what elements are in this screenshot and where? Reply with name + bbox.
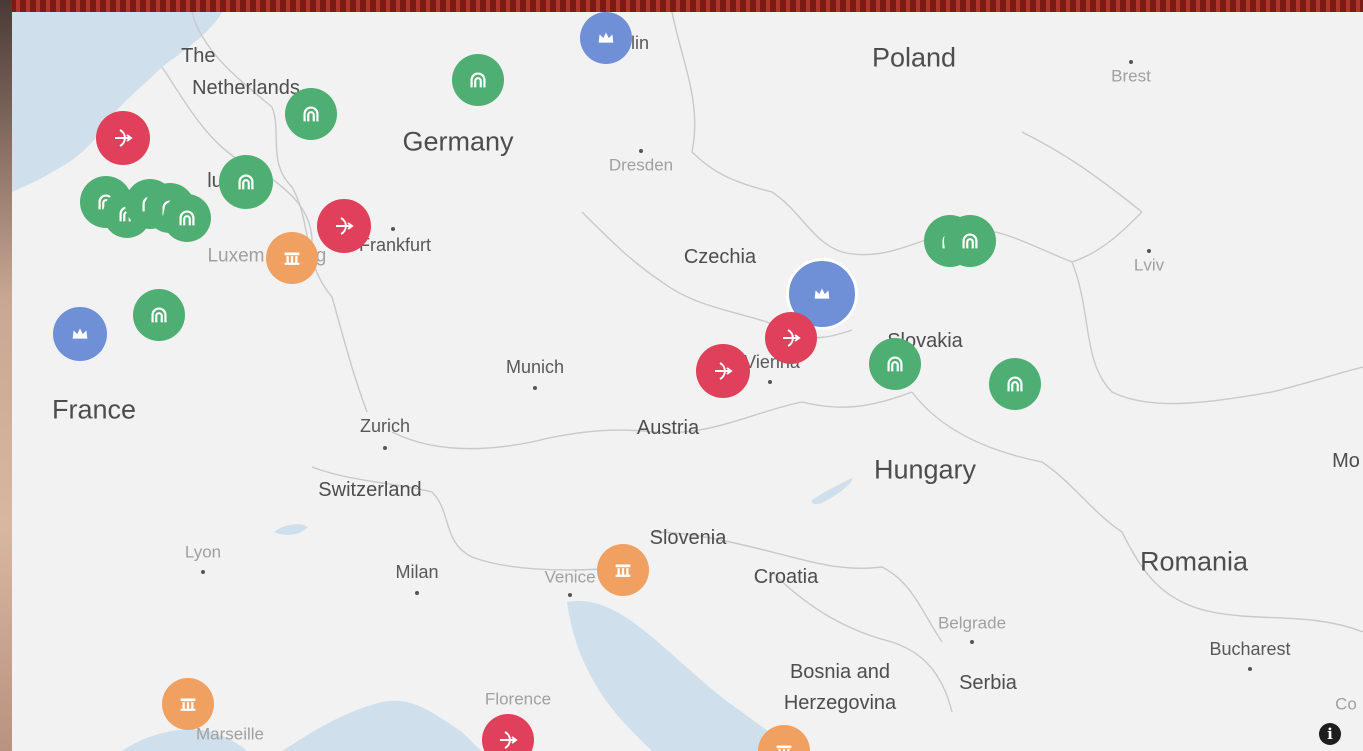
map-marker-temple[interactable]: [597, 544, 649, 596]
temple-icon: [612, 559, 634, 581]
country-label-austria: Austria: [636, 417, 700, 439]
city-dot-bucharest: [1248, 667, 1252, 671]
city-label-lyon: Lyon: [184, 542, 222, 562]
country-label-netherlands: Netherlands: [192, 77, 300, 99]
decorative-frame-left: [0, 0, 12, 751]
country-label-herzegovina: Herzegovina: [783, 692, 897, 714]
map-marker-battle[interactable]: [696, 344, 750, 398]
city-dot-lyon: [201, 570, 205, 574]
arch-icon: [884, 353, 906, 375]
country-label-moldova: Mo: [1332, 450, 1360, 472]
info-button[interactable]: i: [1319, 723, 1341, 745]
bow-arrow-icon: [779, 326, 803, 350]
country-label-germany: Germany: [402, 126, 514, 157]
arch-icon: [300, 103, 322, 125]
map-marker-castle[interactable]: [869, 338, 921, 390]
city-dot-vienna: [768, 380, 772, 384]
city-label-bucharest: Bucharest: [1209, 639, 1291, 659]
country-label-france: France: [51, 394, 137, 425]
city-label-lviv: Lviv: [1133, 255, 1165, 275]
country-label-switzerland: Switzerland: [318, 479, 422, 501]
country-label-czechia: Czechia: [683, 246, 757, 268]
arch-icon: [176, 207, 198, 229]
map-marker-castle[interactable]: [219, 155, 273, 209]
bow-arrow-icon: [711, 359, 735, 383]
lake-geneva: [274, 524, 308, 535]
map-marker-castle[interactable]: [163, 194, 211, 242]
country-label-belgium: lu: [207, 170, 223, 192]
temple-icon: [773, 740, 795, 751]
city-label-venice: Venice: [544, 567, 596, 587]
city-label-belgrade: Belgrade: [937, 613, 1007, 633]
crown-icon: [595, 27, 617, 49]
country-label-luxembourg: Luxem: [207, 245, 265, 267]
map-marker-battle[interactable]: [482, 714, 534, 751]
city-label-dresden: Dresden: [608, 155, 674, 175]
country-label-hungary: Hungary: [873, 454, 977, 485]
arch-icon: [148, 304, 170, 326]
city-dot-munich: [533, 386, 537, 390]
country-label-croatia: Croatia: [753, 566, 819, 588]
map-marker-battle[interactable]: [317, 199, 371, 253]
city-label-zurich: Zurich: [359, 416, 411, 436]
city-label-brest: Brest: [1111, 66, 1151, 86]
city-label-munich: Munich: [505, 357, 565, 377]
map-marker-castle[interactable]: [989, 358, 1041, 410]
city-label-marseille: Marseille: [195, 724, 265, 744]
water-mediterranean: [122, 729, 247, 751]
bow-arrow-icon: [496, 728, 520, 751]
city-label-constanta: Co: [1335, 694, 1357, 714]
temple-icon: [281, 247, 303, 269]
water-adriatic: [567, 601, 802, 751]
country-label-serbia: Serbia: [959, 672, 1017, 694]
map-marker-royal[interactable]: [53, 307, 107, 361]
city-dot-zurich: [383, 446, 387, 450]
country-label-luxembourg-suffix: g: [315, 245, 327, 267]
country-label-the: The: [181, 45, 299, 67]
city-label-florence: Florence: [484, 689, 552, 709]
country-label-poland: Poland: [871, 42, 957, 73]
map-marker-battle[interactable]: [96, 111, 150, 165]
city-dot-venice: [568, 593, 572, 597]
arch-icon: [467, 69, 489, 91]
map-marker-castle[interactable]: [133, 289, 185, 341]
arch-icon: [959, 230, 981, 252]
country-label-romania: Romania: [1139, 546, 1249, 577]
city-dot-lviv: [1147, 249, 1151, 253]
city-dot-brest: [1129, 60, 1133, 64]
water-tyrrhenian: [282, 700, 482, 751]
city-dot-dresden: [639, 149, 643, 153]
bow-arrow-icon: [111, 126, 135, 150]
map-marker-temple[interactable]: [162, 678, 214, 730]
city-dot-frankfurt: [391, 227, 395, 231]
arch-icon: [235, 171, 257, 193]
city-dot-belgrade: [970, 640, 974, 644]
lake-balaton: [811, 478, 853, 505]
temple-icon: [177, 693, 199, 715]
crown-icon: [811, 283, 833, 305]
bow-arrow-icon: [332, 214, 356, 238]
country-label-bosnia: Bosnia and: [789, 661, 891, 683]
country-label-slovenia: Slovenia: [649, 527, 727, 549]
map-view[interactable]: Poland Germany The Netherlands Czechia F…: [12, 12, 1363, 751]
map-marker-castle[interactable]: [944, 215, 996, 267]
city-label-berlin: lin: [630, 33, 650, 53]
water-north-sea: [12, 12, 222, 192]
map-marker-royal[interactable]: [580, 12, 632, 64]
map-basemap: [12, 12, 1363, 751]
map-marker-battle[interactable]: [765, 312, 817, 364]
city-label-milan: Milan: [395, 562, 439, 582]
map-marker-castle[interactable]: [452, 54, 504, 106]
map-marker-temple[interactable]: [266, 232, 318, 284]
map-marker-castle[interactable]: [285, 88, 337, 140]
arch-icon: [1004, 373, 1026, 395]
crown-icon: [69, 323, 91, 345]
city-label-frankfurt: Frankfurt: [358, 235, 432, 255]
decorative-frame-top: [0, 0, 1363, 12]
city-dot-milan: [415, 591, 419, 595]
